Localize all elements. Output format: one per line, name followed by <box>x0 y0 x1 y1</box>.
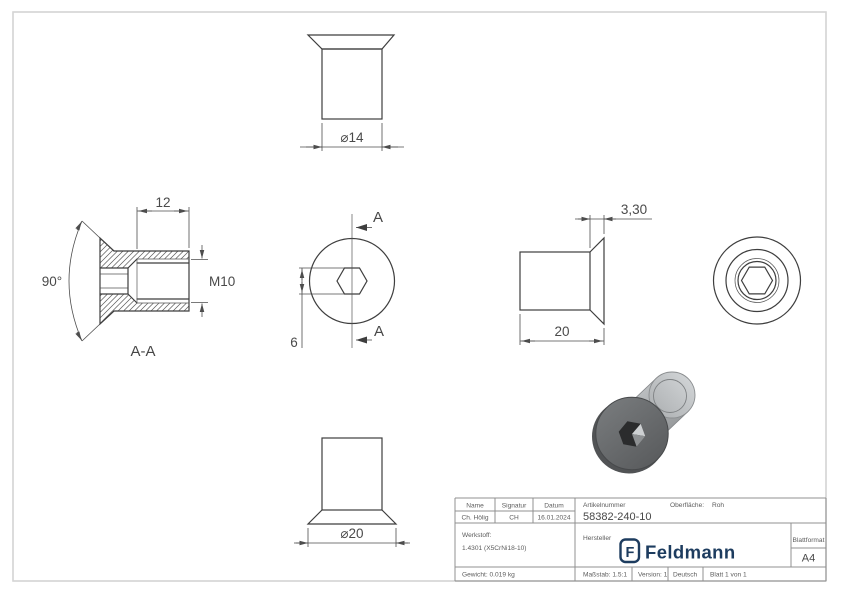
dim-head-diameter: ⌀20 <box>340 526 363 541</box>
dim-countersink-angle: 90° <box>42 274 62 289</box>
scale-value: Maßstab: 1.5:1 <box>583 572 627 579</box>
section-view: 90° 12 M10 A-A <box>42 195 235 360</box>
dim-body-diameter: ⌀14 <box>340 130 364 145</box>
dim-total-length: 20 <box>554 324 569 339</box>
language-value: Deutsch <box>673 572 698 579</box>
dim-thread-size: M10 <box>209 274 235 289</box>
article-number-label: Artikelnummer <box>583 502 626 509</box>
page-frame <box>12 11 827 582</box>
hex-socket-view: A A 6 <box>290 209 396 350</box>
weight-value: Gewicht: 0.019 kg <box>462 572 515 579</box>
dim-hex-width: 6 <box>290 335 298 350</box>
surface-value: Roh <box>712 502 724 509</box>
title-block: Name Signatur Datum Ch. Hölig CH 16.01.2… <box>454 497 827 582</box>
manufacturer-label: Hersteller <box>583 535 612 542</box>
material-label: Werkstoff: <box>462 532 492 539</box>
creation-date: 16.01.2024 <box>537 515 570 522</box>
format-value: A4 <box>802 553 815 565</box>
side-view: 3,30 20 <box>519 202 652 345</box>
cut-letter-top: A <box>373 209 383 226</box>
author-signature: CH <box>509 515 519 522</box>
logo-letter: F <box>626 545 635 561</box>
cut-letter-bottom: A <box>374 323 384 340</box>
col-header-signature: Signatur <box>502 503 527 510</box>
surface-label: Oberfläche: <box>670 502 704 509</box>
feldmann-logo: F Feldmann <box>619 538 736 564</box>
col-header-name: Name <box>466 503 484 510</box>
col-header-date: Datum <box>544 503 564 510</box>
bottom-view: ⌀20 <box>294 437 410 547</box>
material-value: 1.4301 (X5CrNi18-10) <box>462 545 527 552</box>
article-number: 58382-240-10 <box>583 511 652 523</box>
logo-wordmark: Feldmann <box>645 542 736 563</box>
dim-thread-depth: 12 <box>155 195 170 210</box>
render-3d <box>592 371 696 474</box>
sheet-value: Blatt 1 von 1 <box>710 572 747 579</box>
version-value: Version: 1 <box>638 572 668 579</box>
top-view: ⌀14 <box>300 34 404 151</box>
format-label: Blattformat <box>793 537 825 544</box>
logo-icon <box>619 538 641 564</box>
back-view <box>712 236 802 325</box>
author-name: Ch. Hölig <box>461 515 488 522</box>
section-label: A-A <box>130 343 155 360</box>
dim-head-height: 3,30 <box>621 202 647 217</box>
